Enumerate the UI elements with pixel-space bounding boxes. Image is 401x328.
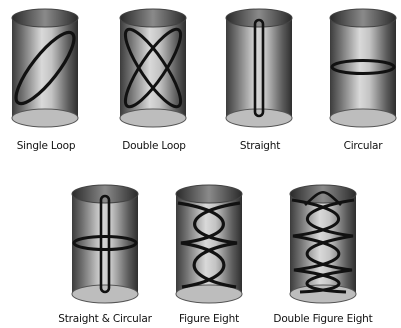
caption-straight: Straight <box>240 140 280 152</box>
tube-straight <box>226 9 292 127</box>
caption-figure-eight: Figure Eight <box>179 313 239 325</box>
tube-double-figure-eight <box>290 185 356 303</box>
caption-single-loop: Single Loop <box>17 140 76 152</box>
tube-figure-eight <box>176 185 242 303</box>
caption-double-loop: Double Loop <box>122 140 186 152</box>
caption-circular: Circular <box>344 140 383 152</box>
tube-single-loop <box>8 9 83 127</box>
tube-circular <box>330 9 396 127</box>
tube-straight-and-circular <box>72 185 138 303</box>
caption-double-figure-eight: Double Figure Eight <box>273 313 372 325</box>
caption-straight-and-circular: Straight & Circular <box>58 313 151 325</box>
tube-double-loop <box>117 9 188 127</box>
